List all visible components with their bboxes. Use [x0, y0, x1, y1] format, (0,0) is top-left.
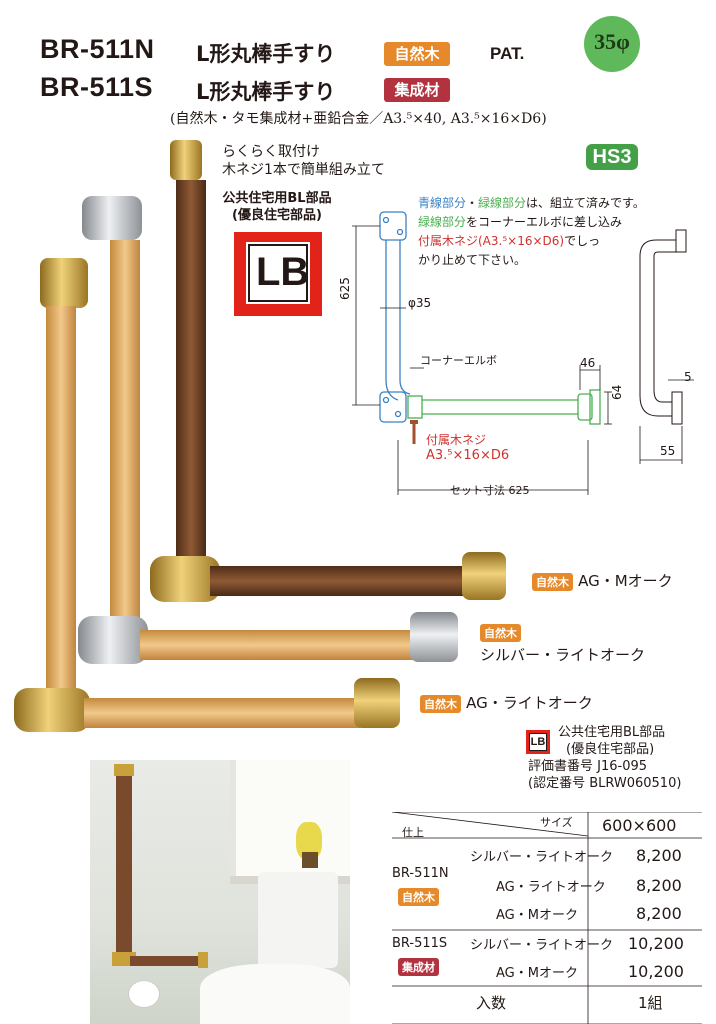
- note-separator: ・: [466, 196, 479, 210]
- screw-label-name: 付属木ネジ: [426, 433, 487, 447]
- note-blue-part: 青線部分: [418, 196, 467, 210]
- variant-ag-m-oak: 自然木 AG・Mオーク: [532, 570, 673, 591]
- model-number-s: BR-511S: [40, 72, 154, 102]
- variant-tag: 自然木: [480, 624, 521, 642]
- note-green-part: 緑線部分: [478, 196, 527, 210]
- note-green-part-2: 緑線部分: [418, 215, 467, 229]
- installation-photo: [90, 760, 350, 1024]
- variant-ag-light-oak: 自然木 AG・ライトオーク: [420, 692, 593, 713]
- row-n-1-finish: シルバー・ライトオーク: [470, 850, 614, 865]
- bl-info-bottom: 公共住宅用BL部品 (優良住宅部品) 評価書番号 J16-095 (認定番号 B…: [528, 724, 681, 792]
- row-s-1-price: 10,200: [628, 934, 684, 953]
- feature-easy-install: らくらく取付け: [222, 144, 320, 160]
- dim-64: 64: [610, 384, 624, 400]
- model-s-label: BR-511S: [392, 936, 448, 951]
- note-insert: をコーナーエルボに差し込み: [466, 215, 623, 229]
- feature-one-screw: 木ネジ1本で簡単組み立て: [222, 162, 385, 178]
- diameter-badge: 35φ: [584, 16, 640, 72]
- rail-silver-light-oak: [78, 196, 458, 664]
- model-number-n: BR-511N: [40, 34, 155, 64]
- quantity-value: 1組: [638, 994, 663, 1012]
- bl-bottom-line3: 評価書番号 J16-095: [528, 759, 648, 774]
- note-fix: でしっ: [564, 234, 601, 248]
- row-n-2-finish: AG・ライトオーク: [496, 880, 606, 895]
- bl-logo-bottom-text: LB: [529, 733, 547, 751]
- bl-label-line1: 公共住宅用BL部品: [222, 191, 332, 206]
- model-n-tag: 自然木: [398, 888, 439, 906]
- price-table-lines: [392, 812, 702, 1024]
- variant-tag: 自然木: [532, 573, 573, 591]
- variant-label: AG・Mオーク: [578, 572, 673, 590]
- rail-ag-light-oak: [14, 258, 400, 732]
- bl-logo-text: LB: [256, 250, 310, 294]
- variant-label: シルバー・ライトオーク: [480, 646, 646, 664]
- dim-5: 5: [684, 370, 692, 384]
- product-illustration: [14, 140, 506, 732]
- variant-silver-light-oak: 自然木 シルバー・ライトオーク: [480, 622, 645, 665]
- dim-625-vertical: 625: [338, 277, 352, 300]
- model-s-tag: 集成材: [398, 958, 439, 976]
- bl-bottom-line2: (優良住宅部品): [566, 742, 655, 757]
- tag-natural-wood: 自然木: [384, 42, 450, 66]
- finish-header: 仕上: [402, 826, 424, 839]
- rail-ag-m-oak: [150, 140, 506, 602]
- row-s-2-price: 10,200: [628, 962, 684, 981]
- note-fix-end: かり止めて下さい。: [418, 253, 527, 267]
- row-n-3-price: 8,200: [636, 904, 682, 923]
- row-n-1-price: 8,200: [636, 846, 682, 865]
- bl-bottom-line4: (認定番号 BLRW060510): [528, 776, 682, 791]
- row-n-3-finish: AG・Mオーク: [496, 908, 578, 923]
- model-n-label: BR-511N: [392, 866, 449, 881]
- variant-tag: 自然木: [420, 695, 461, 713]
- note-screw: 付属木ネジ(A3.⁵×16×D6): [418, 234, 565, 248]
- size-value: 600×600: [602, 816, 677, 835]
- bl-bottom-line1: 公共住宅用BL部品: [558, 725, 666, 740]
- row-s-1-finish: シルバー・ライトオーク: [470, 938, 614, 953]
- dim-phi35: φ35: [408, 296, 432, 310]
- variant-label: AG・ライトオーク: [466, 694, 593, 712]
- product-name-n: L形丸棒手すり: [196, 42, 336, 66]
- note-assembled: は、組立て済みです。: [526, 196, 645, 210]
- bl-label-top: 公共住宅用BL部品 (優良住宅部品): [212, 190, 342, 224]
- screw-label-spec: A3.⁵×16×D6: [426, 448, 510, 463]
- hs3-badge: HS3: [586, 144, 638, 170]
- product-name-s: L形丸棒手すり: [196, 80, 336, 104]
- screw-icon: [410, 420, 418, 444]
- bl-label-line2: (優良住宅部品): [232, 208, 322, 223]
- size-header: サイズ: [540, 816, 573, 829]
- dim-46: 46: [580, 356, 596, 370]
- screw-label: 付属木ネジ A3.⁵×16×D6: [426, 432, 509, 464]
- row-n-2-price: 8,200: [636, 876, 682, 895]
- row-s-2-finish: AG・Mオーク: [496, 966, 578, 981]
- set-dimension-label: セット寸法 625: [450, 484, 530, 497]
- dim-55: 55: [660, 444, 676, 458]
- tag-laminated-wood: 集成材: [384, 78, 450, 102]
- quantity-label: 入数: [476, 994, 507, 1012]
- material-spec: (自然木・タモ集成材+亜鉛合金／A3.⁵×40, A3.⁵×16×D6): [170, 111, 547, 127]
- corner-elbow-label: コーナーエルボ: [420, 354, 497, 367]
- patent-mark: PAT.: [490, 44, 525, 63]
- assembly-note: 青線部分・緑線部分は、組立て済みです。 緑線部分をコーナーエルボに差し込み 付属…: [418, 194, 668, 270]
- bl-logo-top: LB: [234, 232, 322, 316]
- dimension-diagram: [352, 211, 694, 495]
- bl-logo-bottom: LB: [526, 730, 550, 754]
